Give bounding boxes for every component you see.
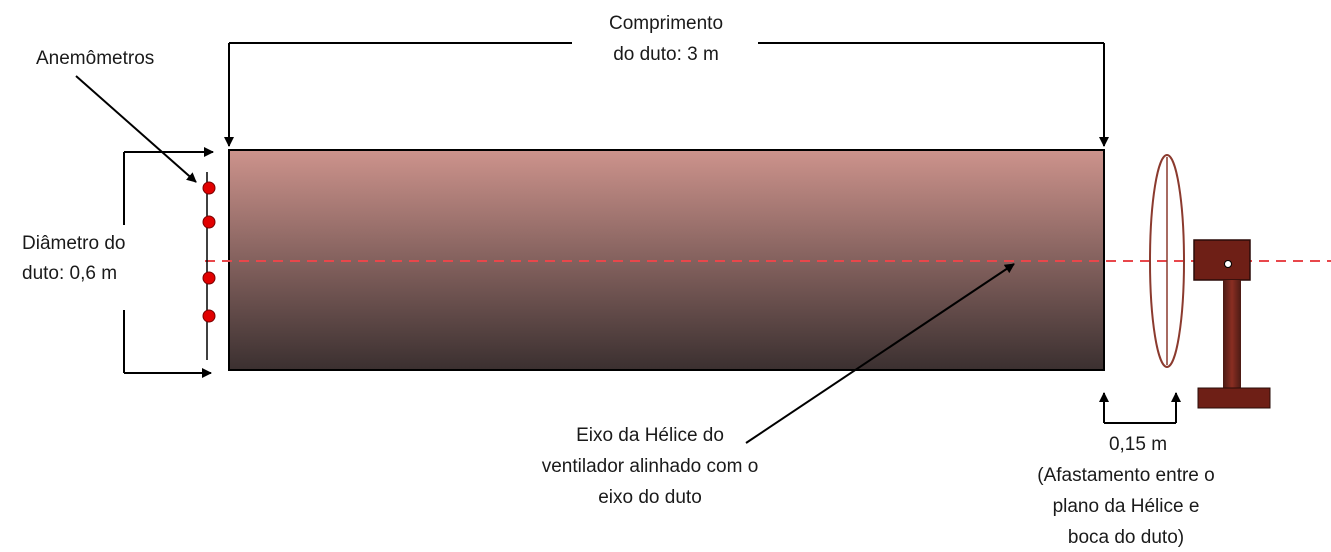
gap-dimension bbox=[1099, 392, 1181, 424]
length-label-line1: Comprimento bbox=[609, 13, 723, 34]
fan bbox=[1149, 154, 1271, 409]
fan-blade-outline bbox=[1149, 154, 1185, 368]
length-dimension bbox=[224, 42, 1109, 147]
gap-note-line1: (Afastamento entre o bbox=[1037, 465, 1214, 486]
gap-note-line3: boca do duto) bbox=[1068, 527, 1184, 548]
diameter-label-line2: duto: 0,6 m bbox=[22, 263, 117, 284]
fan-base bbox=[1197, 387, 1271, 409]
anemometer-4 bbox=[202, 309, 216, 323]
axis-label-line3: eixo do duto bbox=[598, 487, 702, 508]
fan-stand-pole bbox=[1223, 280, 1241, 388]
fan-motor-housing bbox=[1193, 239, 1251, 281]
gap-note-line2: plano da Hélice e bbox=[1053, 496, 1200, 517]
gap-label: 0,15 m bbox=[1109, 434, 1167, 455]
diameter-label-line1: Diâmetro do bbox=[22, 233, 126, 254]
axis-label-line1: Eixo da Hélice do bbox=[576, 425, 724, 446]
anemometer-1 bbox=[202, 181, 216, 195]
anemometers bbox=[202, 181, 216, 323]
fan-hub bbox=[1224, 260, 1232, 268]
length-label-line2: do duto: 3 m bbox=[613, 44, 719, 65]
axis-label-line2: ventilador alinhado com o bbox=[542, 456, 759, 477]
anemometers-label: Anemômetros bbox=[36, 48, 154, 69]
diameter-dimension bbox=[123, 147, 214, 378]
anemometers-pointer bbox=[75, 75, 197, 183]
anemometer-3 bbox=[202, 271, 216, 285]
axis-pointer bbox=[745, 263, 1015, 444]
anemometer-2 bbox=[202, 215, 216, 229]
